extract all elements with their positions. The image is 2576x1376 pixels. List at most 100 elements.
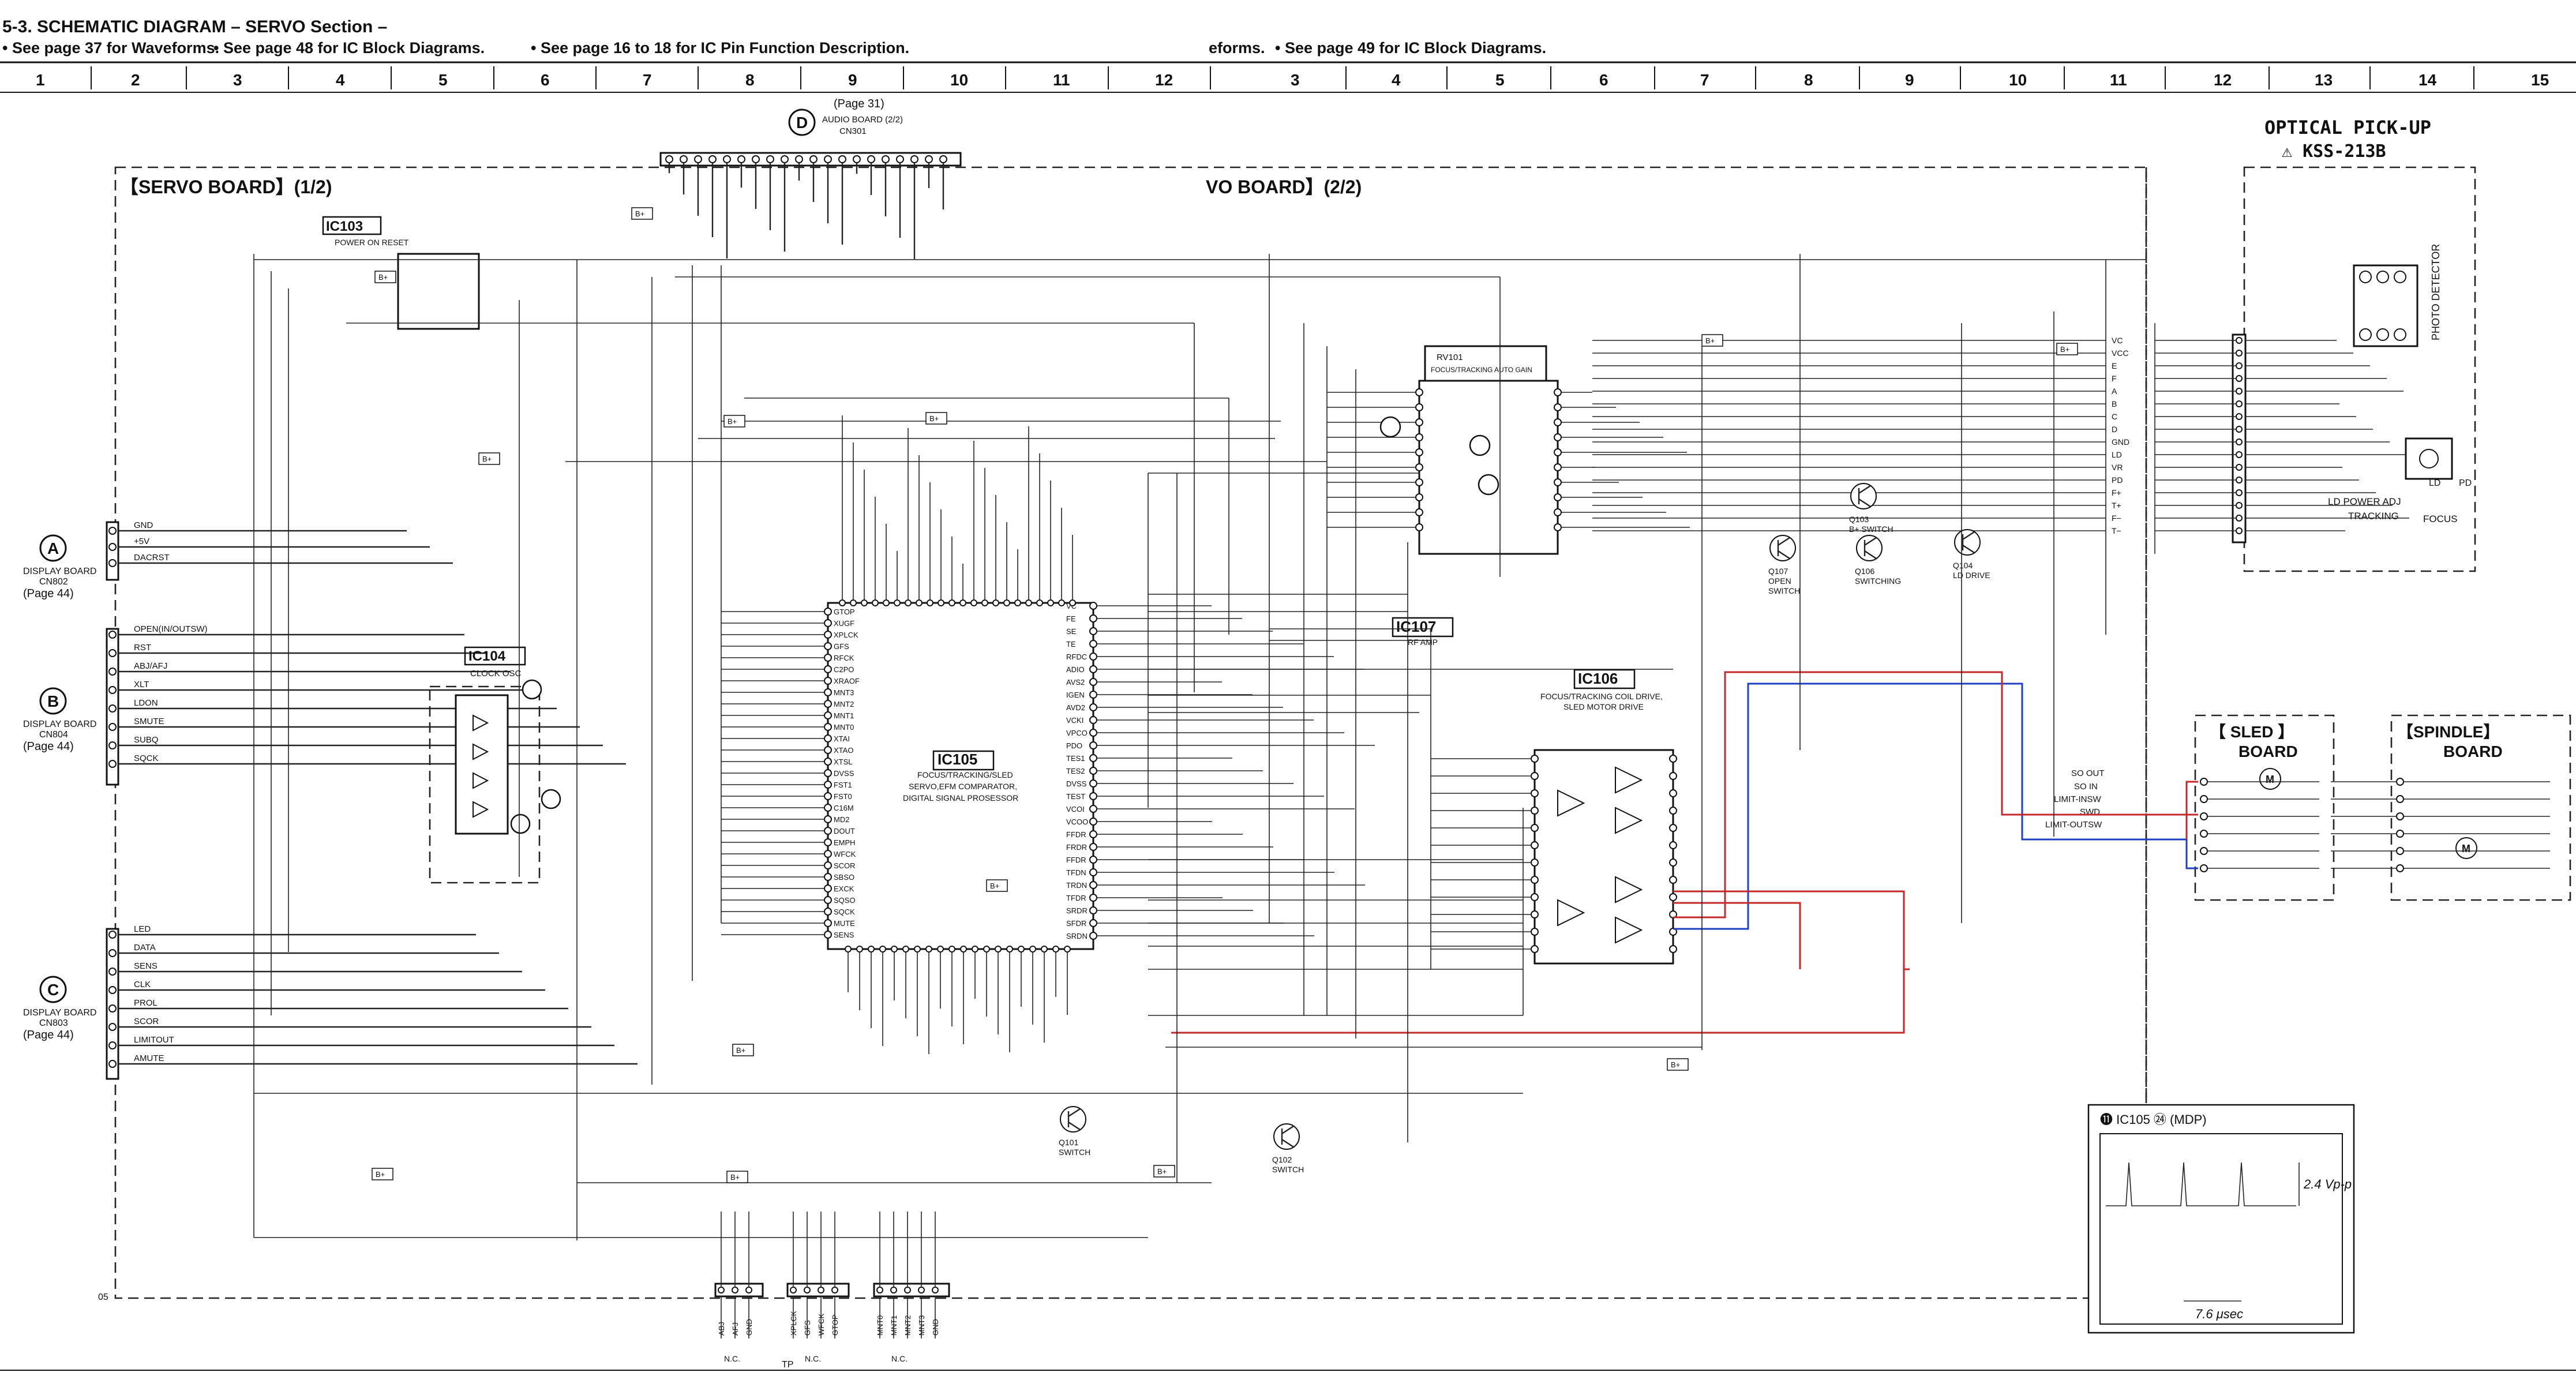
ruler-col-12: 12 — [1155, 71, 1173, 89]
corner-code: 05 — [98, 1292, 108, 1302]
cn101-pin — [838, 155, 846, 163]
ic106-amplifiers — [1557, 766, 1643, 944]
bottom-pin-label: MNT3 — [917, 1315, 926, 1336]
ic105-bottom-pin — [868, 946, 875, 953]
page-title: 5-3. SCHEMATIC DIAGRAM – SERVO Section – — [2, 17, 387, 36]
bottom-pin — [831, 1287, 838, 1293]
connector-d-board: AUDIO BOARD (2/2) — [822, 115, 903, 125]
sled-board-outline — [2194, 714, 2335, 901]
connector-b-badge — [39, 687, 67, 715]
cn101-pin — [766, 155, 774, 163]
waveform-amplitude: 2.4 Vp-p — [2303, 1177, 2352, 1191]
ic105-pin — [824, 873, 832, 881]
ic105-bottom-pin — [960, 946, 967, 953]
connector-pin — [108, 543, 117, 551]
connector-pin — [108, 949, 117, 957]
bottom-pin — [932, 1287, 939, 1293]
ic105-pin-label: XTAI — [834, 734, 850, 743]
bottom-pin — [804, 1287, 811, 1293]
q107-collector — [1778, 537, 1790, 546]
ic105-pin — [1089, 779, 1097, 788]
ic105-pin — [824, 804, 832, 812]
nc-label: N.C. — [724, 1354, 740, 1363]
pickup-pin — [2236, 489, 2243, 496]
ic105-pin — [1089, 640, 1097, 648]
connector-b-letter: B — [47, 692, 59, 710]
connector-d-badge — [788, 108, 816, 136]
cn101-pin — [925, 155, 933, 163]
spindle-pin — [2396, 778, 2404, 786]
connector-b-board: DISPLAY BOARD — [23, 719, 96, 729]
signal-label-prol: PROL — [134, 998, 158, 1008]
ic105-bottom-pin — [1018, 946, 1025, 953]
bplus-label: B+ — [635, 209, 644, 218]
ic106-label-box — [1573, 669, 1636, 689]
pickup-pin — [2236, 400, 2243, 407]
svg-text:SO IN: SO IN — [2074, 782, 2098, 792]
ic105-top-pin — [1003, 599, 1010, 606]
connector-a: A DISPLAY BOARD CN802 (Page 44) — [23, 521, 119, 600]
signal-label-subq: SUBQ — [134, 735, 159, 745]
ic105-pin-label: VCOI — [1066, 805, 1085, 813]
waveform-trace — [2106, 1162, 2296, 1206]
pickup-signal-gnd: GND — [2112, 437, 2129, 447]
ic106-label: IC106 — [1578, 670, 1618, 687]
cn101-pin — [694, 155, 702, 163]
ic105-pin — [824, 861, 832, 869]
ic105-pin — [824, 677, 832, 685]
pickup-signal-fp: F+ — [2112, 488, 2121, 497]
ic105-pin-label: DVSS — [1066, 779, 1087, 788]
ic107-pin — [1415, 418, 1423, 426]
ruler-col-5: 5 — [438, 71, 448, 89]
ic105-pin — [824, 711, 832, 719]
spindle-board-title: 【SPINDLE】 — [2397, 723, 2499, 741]
ic105-pin-label: SBSO — [834, 873, 854, 882]
ic105-pin-label: WFCK — [834, 850, 856, 858]
ruler-col-right-2: 4 — [1392, 71, 1401, 89]
waveform-title: ⓫ IC105 ㉔ (MDP) — [2100, 1112, 2207, 1127]
photo-detector-pins — [2359, 271, 2406, 341]
ic105-pin-label: MNT1 — [834, 711, 854, 720]
ic105-top-pin — [850, 599, 857, 606]
ic105-pin — [824, 769, 832, 777]
ic103-desc: POWER ON RESET — [335, 238, 409, 247]
ic105-pin — [824, 619, 832, 627]
ic105-top-pin — [927, 599, 933, 606]
ic105-pin — [824, 827, 832, 835]
ic105-pin-label: TRDN — [1066, 881, 1087, 890]
ic104-label-box — [464, 646, 526, 666]
ic105-pin — [824, 642, 832, 650]
bottom-pin — [876, 1287, 883, 1293]
ic105-pin-label: RFCK — [834, 654, 854, 662]
ic105-pin-label: SENS — [834, 931, 854, 939]
ic105-pin — [824, 758, 832, 766]
note-waveforms-cut: eforms. — [1209, 39, 1265, 57]
ic105-pin — [824, 919, 832, 927]
pickup-pin — [2236, 438, 2243, 445]
ic105-pin — [824, 850, 832, 858]
ic105-label: IC105 — [938, 751, 977, 768]
ic105-top-pin — [905, 599, 912, 606]
bplus-label: B+ — [1671, 1060, 1680, 1069]
bplus-marker — [2056, 343, 2078, 355]
ic105-pin-label: GFS — [834, 642, 849, 651]
bplus-marker — [986, 879, 1008, 892]
spindle-motor-m: M — [2462, 843, 2470, 854]
cn101-pin — [752, 155, 760, 163]
focus-coil-label: FOCUS — [2423, 513, 2458, 524]
ic106-pin — [1669, 807, 1677, 815]
signal-label-open-in-outsw-: OPEN(IN/OUTSW) — [134, 624, 208, 634]
ic105-bottom-pin — [1029, 946, 1036, 953]
ic106-body — [1533, 749, 1674, 965]
bplus-marker — [1153, 1165, 1175, 1178]
ic105-top-pin — [1014, 599, 1021, 606]
ic105-desc-2: SERVO,EFM COMPARATOR, — [909, 782, 1017, 791]
ic106-pin — [1531, 945, 1539, 953]
nc-label: N.C. — [805, 1354, 821, 1363]
ic105-pin-label: FST0 — [834, 792, 852, 801]
ic106-pin — [1669, 858, 1677, 867]
bplus-marker — [631, 207, 653, 220]
spindle-pin — [2396, 847, 2404, 855]
ic105-label-box — [932, 750, 995, 771]
